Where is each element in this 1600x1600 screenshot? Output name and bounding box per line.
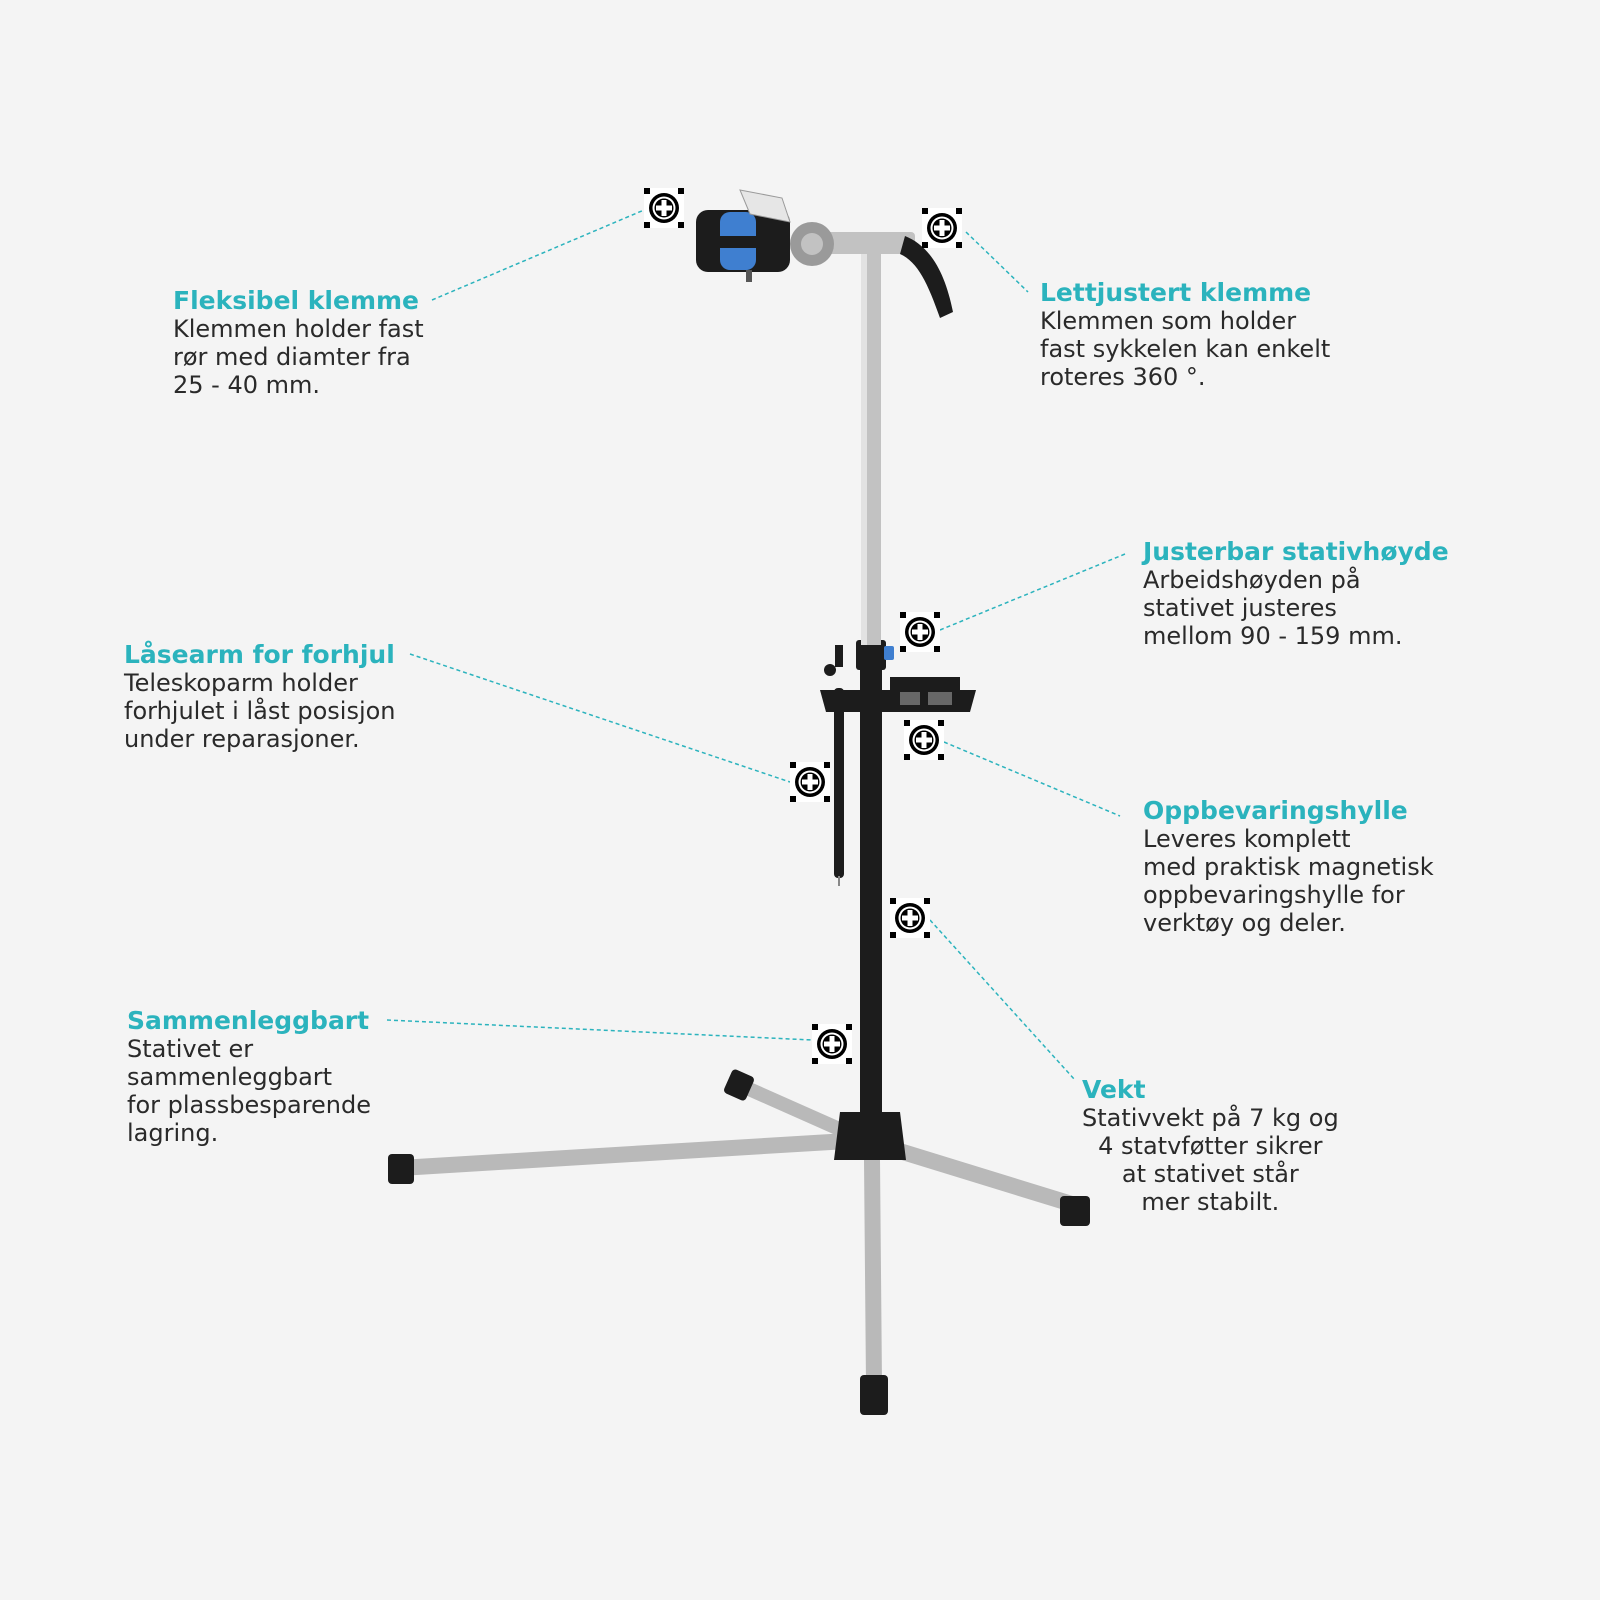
callout-title: Oppbevaringshylle [1143, 796, 1408, 825]
callout-description: Klemmen som holder fast sykkelen kan enk… [1040, 307, 1331, 391]
wheel-lock-arm [824, 645, 844, 886]
callout-sammenleggbart: Sammenleggbart Stativet er sammenleggbar… [127, 1006, 371, 1147]
leader-sammenleggbart [386, 1019, 813, 1041]
callout-title: Låsearm for forhjul [124, 640, 395, 669]
callout-description: Stativvekt på 7 kg og 4 statvføtter sikr… [1082, 1104, 1339, 1216]
callout-description: Arbeidshøyden på stativet justeres mello… [1143, 566, 1403, 650]
leader-lettjustert-klemme [965, 231, 1029, 293]
upper-tube-highlight [861, 250, 867, 645]
foot-left [388, 1154, 414, 1184]
plus-circle-icon [922, 208, 962, 252]
callout-title: Fleksibel klemme [173, 286, 420, 315]
leg-hub [834, 1112, 906, 1160]
callout-title: Justerbar stativhøyde [1143, 537, 1449, 566]
hotspot-sammenleggbart[interactable] [812, 1024, 852, 1064]
callout-title: Sammenleggbart [127, 1006, 370, 1035]
callout-description: Stativet er sammenleggbart for plassbesp… [127, 1035, 372, 1147]
plus-circle-icon [812, 1024, 852, 1068]
foot-back [724, 1069, 754, 1101]
callout-vekt: Vekt Stativvekt på 7 kg og 4 statvføtter… [1082, 1075, 1339, 1216]
storage-tray [820, 677, 976, 712]
height-collar-knob [884, 646, 894, 660]
plus-circle-icon [644, 188, 684, 232]
leg-front [864, 1152, 882, 1393]
callout-justerbar-stativhoyde: Justerbar stativhøyde Arbeidshøyden på s… [1143, 537, 1449, 650]
plus-circle-icon [790, 762, 830, 806]
callout-description: Klemmen holder fast rør med diamter fra … [173, 315, 424, 399]
stand-legs [388, 1069, 1090, 1415]
height-collar [856, 640, 886, 670]
leader-fleksibel-klemme [431, 209, 645, 301]
leader-lines [386, 209, 1126, 1081]
leader-oppbevaringshylle [943, 741, 1121, 817]
foot-right [1060, 1196, 1090, 1226]
callout-oppbevaringshylle: Oppbevaringshylle Leveres komplett med p… [1143, 796, 1434, 937]
lower-tube [860, 660, 882, 1130]
callout-lasearm-forhjul: Låsearm for forhjul Teleskoparm holder f… [124, 640, 396, 753]
plus-circle-icon [900, 612, 940, 656]
callout-title: Vekt [1082, 1075, 1146, 1104]
hotspot-oppbevaringshylle[interactable] [904, 720, 944, 760]
callout-description: Leveres komplett med praktisk magnetisk … [1143, 825, 1434, 937]
callout-fleksibel-klemme: Fleksibel klemme Klemmen holder fast rør… [173, 286, 424, 399]
callout-title: Lettjustert klemme [1040, 278, 1312, 307]
clamp-head [696, 189, 791, 282]
hotspot-lettjustert-klemme[interactable] [922, 208, 962, 248]
quick-release-lever [900, 236, 953, 318]
plus-circle-icon [890, 898, 930, 942]
plus-circle-icon [904, 720, 944, 764]
callout-lettjustert-klemme: Lettjustert klemme Klemmen som holder fa… [1040, 278, 1330, 391]
callout-description: Teleskoparm holder forhjulet i låst posi… [124, 669, 396, 753]
leader-justerbar-stativhoyde [939, 553, 1126, 631]
hotspot-fleksibel-klemme[interactable] [644, 188, 684, 228]
hotspot-vekt[interactable] [890, 898, 930, 938]
hotspot-justerbar-stativhoyde[interactable] [900, 612, 940, 652]
leader-lasearm-forhjul [409, 653, 791, 783]
leg-left [392, 1132, 872, 1176]
leader-vekt [929, 919, 1076, 1081]
foot-front [860, 1375, 888, 1415]
hotspot-lasearm-forhjul[interactable] [790, 762, 830, 802]
